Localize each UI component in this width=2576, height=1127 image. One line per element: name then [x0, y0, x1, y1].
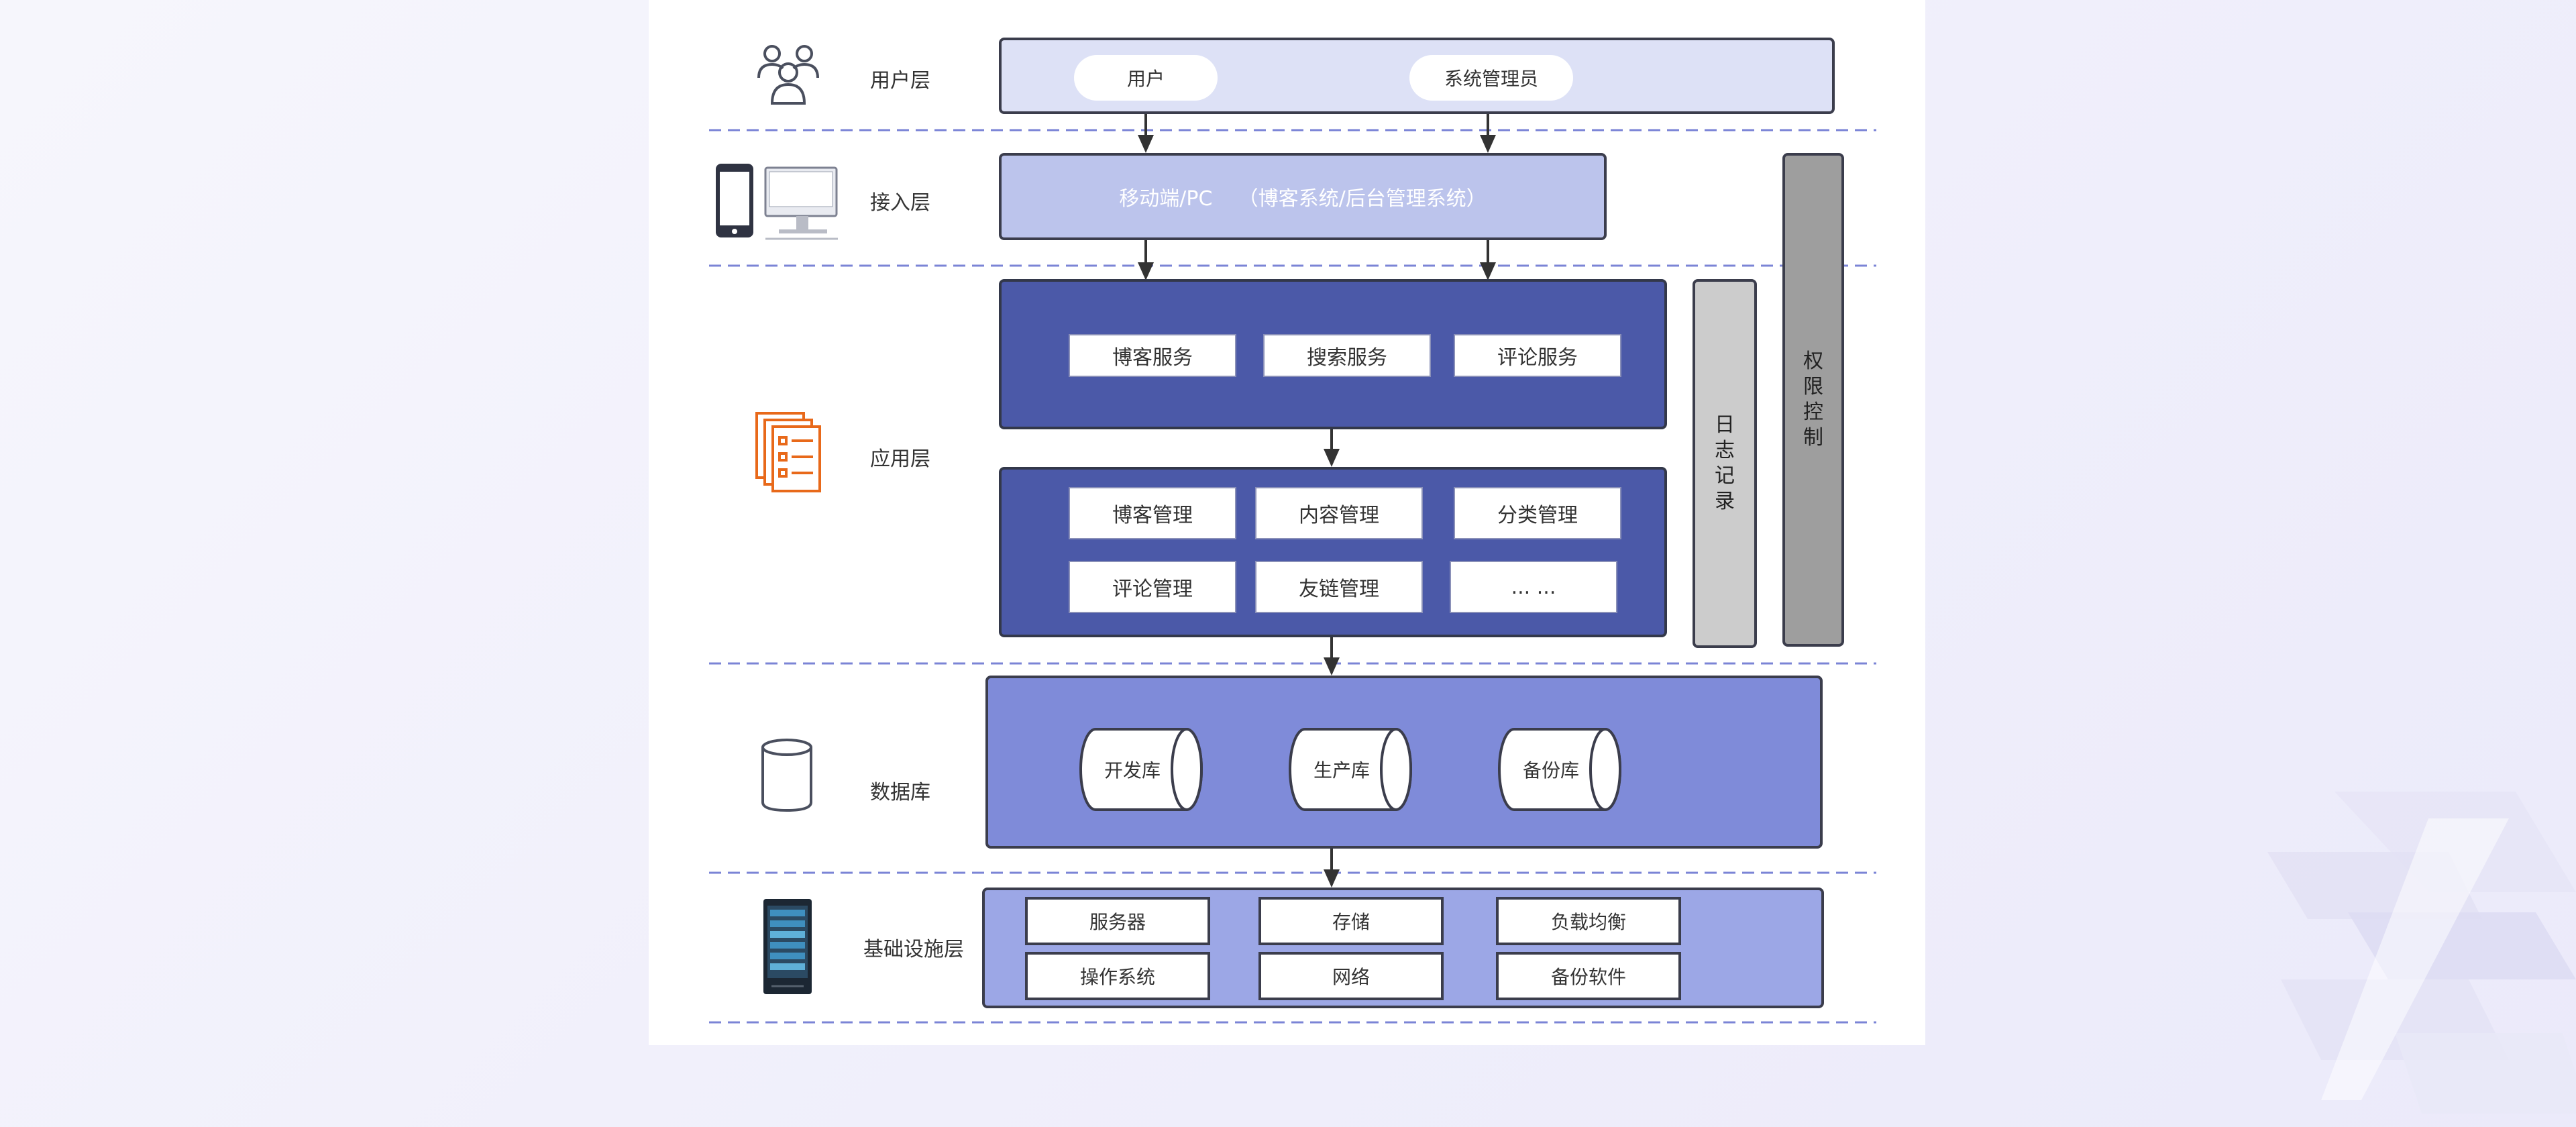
service-blog: 博客服务 [1069, 334, 1236, 377]
layer-label-database: 数据库 [870, 781, 930, 804]
database-prod: 生产库 [1313, 759, 1370, 782]
infra-storage: 存储 [1258, 897, 1444, 945]
service-comment: 评论服务 [1454, 334, 1621, 377]
diagram-lines [709, 114, 1876, 1024]
infra-network: 网络 [1258, 952, 1444, 1000]
manage-content: 内容管理 [1255, 487, 1423, 539]
database-cylinder [1498, 728, 1621, 811]
access-layer-box: 移动端/PC （博客系统/后台管理系统） [999, 153, 1607, 240]
layer-label-infrastructure: 基础设施层 [863, 938, 964, 961]
manage-comment: 评论管理 [1069, 561, 1236, 613]
user-pill: 用户 [1074, 55, 1218, 101]
architecture-diagram: 用户层 接入层 应用层 数据库 基础设施层 用户 系统管理员 移动端/PC （博… [649, 0, 1925, 1045]
manage-more: ... ... [1450, 561, 1617, 613]
manage-category: 分类管理 [1454, 487, 1621, 539]
manage-friend-link: 友链管理 [1255, 561, 1423, 613]
database-dev: 开发库 [1104, 759, 1161, 782]
database-backup: 备份库 [1522, 759, 1579, 782]
infra-load-balancer: 负载均衡 [1496, 897, 1681, 945]
log-bar-label: 日志记录 [1715, 413, 1735, 513]
database-cylinder-icon [761, 739, 812, 812]
service-box: 博客服务 搜索服务 评论服务 [999, 279, 1667, 429]
user-layer-box: 用户 系统管理员 [999, 38, 1835, 114]
document-list-icon [755, 412, 821, 492]
users-icon [757, 45, 819, 105]
service-search: 搜索服务 [1263, 334, 1431, 377]
mobile-desktop-icon [716, 164, 838, 240]
log-bar: 日志记录 [1693, 279, 1757, 648]
management-box: 博客管理 内容管理 分类管理 评论管理 友链管理 ... ... [999, 467, 1667, 637]
background-decoration [2267, 792, 2576, 1114]
layer-label-application: 应用层 [870, 447, 930, 471]
infra-server: 服务器 [1025, 897, 1210, 945]
database-cylinder [1079, 728, 1203, 811]
layer-label-user: 用户层 [870, 69, 930, 93]
layer-label-access: 接入层 [870, 191, 930, 215]
auth-bar-label: 权限控制 [1803, 350, 1823, 449]
server-rack-icon [763, 899, 812, 994]
database-layer-box: 开发库 生产库 备份库 [985, 676, 1823, 849]
auth-bar: 权限控制 [1782, 153, 1844, 647]
database-cylinder [1289, 728, 1412, 811]
manage-blog: 博客管理 [1069, 487, 1236, 539]
infrastructure-layer-box: 服务器 存储 负载均衡 操作系统 网络 备份软件 [982, 888, 1824, 1008]
infra-os: 操作系统 [1025, 952, 1210, 1000]
infra-backup-software: 备份软件 [1496, 952, 1681, 1000]
admin-pill: 系统管理员 [1409, 55, 1573, 101]
